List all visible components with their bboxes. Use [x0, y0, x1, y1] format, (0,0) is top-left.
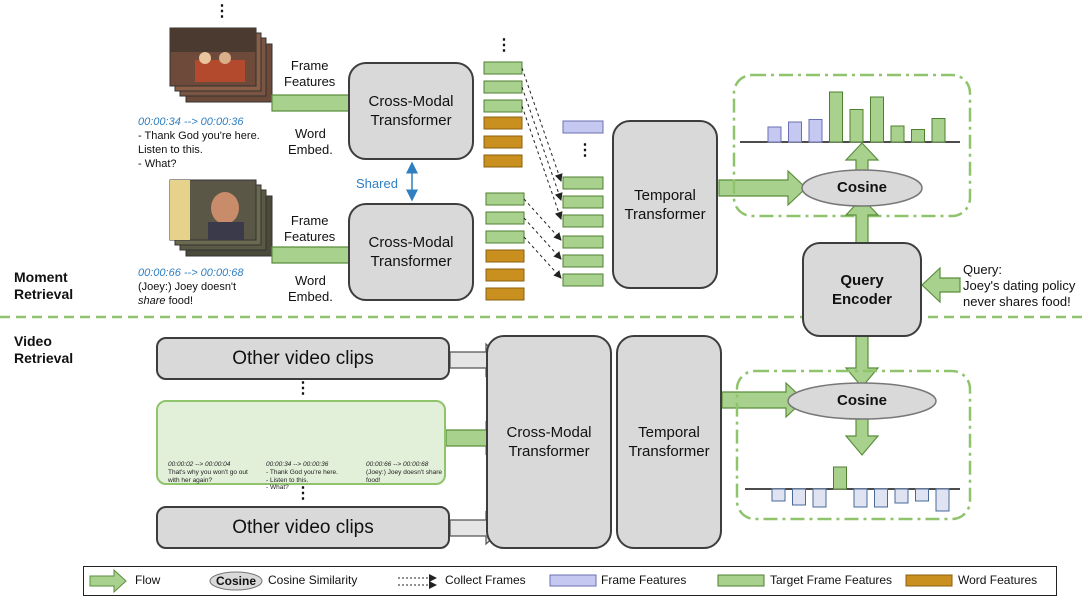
- collect-frames-arrows: [521, 67, 563, 279]
- top-score-bar-4: [829, 91, 843, 143]
- legend-cosine-similarity-label: Cosine Similarity: [268, 573, 358, 587]
- section-moment-retrieval: Moment Retrieval: [14, 269, 74, 302]
- clip1-line-3: - What?: [138, 158, 177, 170]
- bottom-score-box: [735, 369, 972, 521]
- bottom-score-bar-3: [812, 488, 827, 508]
- mini-clip-3-text: (Joey:) Joey doesn't share food!: [366, 469, 443, 484]
- legend-cosine-badge: Cosine: [215, 574, 256, 588]
- cross-modal-transformer-bottom: Cross-Modal Transformer: [486, 335, 612, 549]
- feature-ellipsis: ⋮: [496, 37, 512, 54]
- bottom-score-bar-6: [874, 488, 888, 508]
- clip2-thumbnail-stack: [169, 179, 273, 257]
- target-video-clip: [156, 400, 446, 485]
- shared-label: Shared: [356, 176, 398, 191]
- clip1-line-2: Listen to this.: [138, 144, 203, 156]
- legend: [83, 566, 1057, 596]
- top-score-bars: [767, 91, 946, 143]
- clip2-line-1: (Joey:) Joey doesn't: [138, 281, 237, 293]
- legend-frame-features-label: Frame Features: [601, 573, 687, 587]
- query-text: Query: Joey's dating policy never shares…: [963, 262, 1076, 309]
- top-feature-column-2: [485, 192, 525, 301]
- temporal-transformer-bottom: Temporal Transformer: [616, 335, 722, 549]
- clip1-thumbnail-stack: [169, 27, 273, 103]
- top-score-bar-3: [808, 119, 823, 143]
- mini-clip-1-text: That's why you won't go out with her aga…: [168, 469, 248, 484]
- clip1-timestamp: 00:00:34 --> 00:00:36: [138, 116, 244, 128]
- cross-modal-transformer-top-1: Cross-Modal Transformer: [348, 62, 474, 160]
- bottom-score-bar-5: [853, 488, 868, 508]
- top-score-bar-2: [788, 121, 802, 143]
- cosine-label-top: Cosine: [836, 179, 887, 196]
- section-video-retrieval: Video Retrieval: [14, 333, 74, 366]
- legend-target-frame-features-swatch: [717, 574, 765, 587]
- top-score-bar-7: [890, 125, 905, 143]
- flow-arrow-temporal-to-cosine-top: [718, 169, 807, 207]
- cosine-label-bottom: Cosine: [836, 392, 887, 409]
- bottom-ellipsis-2: ⋮: [295, 485, 311, 502]
- bottom-score-bar-2: [792, 488, 806, 506]
- mini-clip-1-timestamp: 00:00:02 --> 00:00:04: [168, 461, 231, 468]
- bottom-score-bar-7: [894, 488, 909, 504]
- mini-clip-3-timestamp: 00:00:66 --> 00:00:68: [366, 461, 429, 468]
- bottom-ellipsis-1: ⋮: [295, 380, 311, 397]
- temporal-transformer-top: Temporal Transformer: [612, 120, 718, 289]
- query-encoder: Query Encoder: [802, 242, 922, 337]
- legend-flow-label: Flow: [135, 573, 161, 587]
- top-score-bar-8: [911, 129, 925, 143]
- clip2-line-2: share food!: [138, 295, 194, 307]
- top-score-bar-1: [767, 126, 782, 143]
- mini-clip-2-text: - Thank God you're here. - Listen to thi…: [266, 469, 338, 491]
- clip2-timestamp: 00:00:66 --> 00:00:68: [138, 267, 244, 279]
- legend-collect-frames-label: Collect Frames: [445, 573, 526, 587]
- collect-ellipsis: ⋮: [577, 142, 593, 159]
- flow-arrow-cosine-to-scores-bottom: [844, 417, 880, 456]
- top-score-bar-5: [849, 109, 864, 143]
- legend-cosine-icon: [209, 571, 263, 591]
- clip1-line-1: - Thank God you're here.: [138, 130, 260, 142]
- word-embed-label-2: Word Embed.: [288, 273, 333, 304]
- bottom-score-bar-9: [935, 488, 950, 512]
- collected-frames-column: [562, 120, 604, 287]
- legend-flow-icon: [89, 568, 127, 594]
- top-score-bar-6: [870, 96, 884, 143]
- cross-modal-transformer-top-2: Cross-Modal Transformer: [348, 203, 474, 301]
- legend-word-features-swatch: [905, 574, 953, 587]
- flow-arrow-query-to-encoder: [921, 266, 961, 304]
- flow-arrow-cosine-to-scores-top: [844, 142, 880, 174]
- top-score-bar-9: [931, 118, 946, 143]
- top-score-box: [732, 73, 972, 218]
- legend-frame-features-swatch: [549, 574, 597, 587]
- frame-features-label-1: Frame Features: [284, 58, 336, 89]
- bottom-score-bar-4: [833, 466, 847, 490]
- top-feature-column-1: [483, 61, 523, 168]
- legend-target-frame-features-label: Target Frame Features: [770, 573, 893, 587]
- cosine-node-top: [801, 169, 923, 207]
- cosine-node-bottom: [787, 382, 937, 420]
- frame-features-label-2: Frame Features: [284, 213, 336, 244]
- bottom-score-bars: [771, 466, 950, 512]
- other-video-clips-top: Other video clips: [156, 337, 450, 380]
- top-ellipsis: ⋮: [214, 3, 230, 20]
- bottom-score-bar-8: [915, 488, 929, 502]
- mini-clip-2-timestamp: 00:00:34 --> 00:00:36: [266, 461, 329, 468]
- word-embed-label-1: Word Embed.: [288, 126, 333, 157]
- other-video-clips-bottom: Other video clips: [156, 506, 450, 549]
- bottom-score-bar-1: [771, 488, 786, 502]
- legend-word-features-label: Word Features: [958, 573, 1038, 587]
